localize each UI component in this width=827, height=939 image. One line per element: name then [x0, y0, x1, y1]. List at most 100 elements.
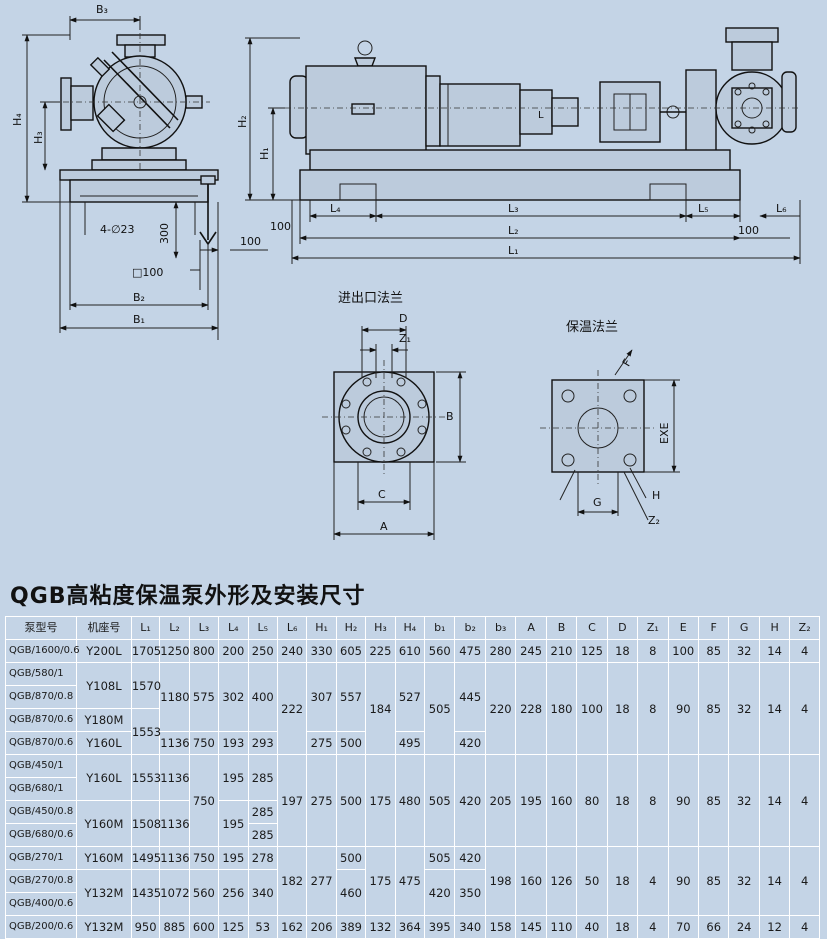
dim-l6: L₆ — [776, 202, 787, 215]
dim-g: G — [593, 496, 602, 509]
dimension-table: 泵型号 机座号 L₁ L₂ L₃ L₄ L₅ L₆ H₁ H₂ H₃ H₄ b₁… — [4, 616, 820, 939]
table-cell: 1495 — [130, 846, 161, 870]
table-cell: 500 — [335, 754, 367, 847]
col-header: H₄ — [394, 616, 426, 640]
table-cell: 8 — [637, 662, 669, 755]
table-cell: 197 — [276, 754, 308, 847]
table-cell: 175 — [365, 754, 396, 847]
table-cell: 1136 — [159, 800, 190, 847]
table-cell: 750 — [188, 846, 220, 870]
table-cell: 505 — [424, 754, 456, 847]
table-cell: 420 — [424, 869, 456, 916]
dim-exe: EXE — [658, 423, 671, 444]
table-cell: 18 — [606, 754, 639, 847]
table-cell: 70 — [667, 915, 699, 939]
pump-model: QGB/680/1 — [4, 777, 78, 801]
table-cell: 575 — [188, 662, 220, 732]
col-header: b₃ — [484, 616, 517, 640]
col-header: L₁ — [130, 616, 161, 640]
col-header: L₆ — [276, 616, 308, 640]
table-cell: 420 — [454, 846, 486, 870]
dim-100-left: 100 — [270, 220, 291, 233]
pump-installation-drawing: B₃ H₄ H₃ 4-∅23 300 100 □100 B₂ B₁ — [11, 3, 801, 540]
table-cell: 40 — [576, 915, 608, 939]
dim-100-side: 100 — [240, 235, 261, 248]
table-cell: 195 — [218, 754, 249, 801]
table-row: QGB/450/1 Y160L 1553 1136 750 195 285 19… — [4, 754, 820, 847]
table-cell: Y160L — [76, 731, 132, 755]
table-cell: Y160M — [76, 800, 132, 847]
table-cell: 557 — [335, 662, 367, 732]
table-row: QGB/270/0.8 Y132M 1435 1072 560 256 340 … — [4, 869, 820, 916]
table-cell: 1570 — [130, 662, 161, 709]
table-title: QGB高粘度保温泵外形及安装尺寸 — [10, 584, 366, 609]
table-cell: 145 — [515, 915, 547, 939]
table-cell: 250 — [247, 639, 278, 663]
table-row: QGB/270/1 Y160M 1495 1136 750 195 278 18… — [4, 846, 820, 916]
table-cell: 256 — [218, 869, 249, 916]
table-cell: 14 — [758, 639, 791, 663]
dim-c: C — [378, 488, 386, 501]
table-cell: 1136 — [159, 754, 190, 801]
table-cell: 220 — [484, 662, 517, 755]
table-cell: 800 — [188, 639, 220, 663]
table-cell: 278 — [247, 846, 278, 870]
dim-z2: Z₂ — [648, 514, 660, 527]
table-cell: 18 — [606, 915, 639, 939]
table-cell: 460 — [335, 869, 367, 916]
table-row: QGB/1600/0.6 Y200L 1705 1250 800 200 250… — [4, 639, 820, 663]
col-header: L₄ — [218, 616, 249, 640]
table-cell: 158 — [484, 915, 517, 939]
table-cell: 389 — [335, 915, 367, 939]
table-row: QGB/680/0.6 285 — [4, 823, 820, 847]
table-row: QGB/580/1 Y108L 1570 1180 575 302 400 22… — [4, 662, 820, 755]
table-row: QGB/680/1 — [4, 777, 820, 801]
pump-model: QGB/580/1 — [4, 662, 78, 686]
table-cell: 4 — [637, 915, 669, 939]
table-cell: 1136 — [159, 731, 190, 755]
table-row: QGB/450/0.8 Y160M 1508 1136 195 285 — [4, 800, 820, 847]
side-view: B₃ H₄ H₃ 4-∅23 300 100 □100 B₂ B₁ — [11, 3, 268, 340]
dim-100-right: 100 — [738, 224, 759, 237]
table-cell: 195 — [515, 754, 547, 847]
table-cell: 14 — [758, 662, 791, 755]
table-cell: 66 — [697, 915, 730, 939]
table-cell: 195 — [218, 846, 249, 870]
table-cell: 180 — [545, 662, 578, 755]
table-cell: 605 — [335, 639, 367, 663]
col-header: F — [697, 616, 730, 640]
col-header: Z₂ — [789, 616, 820, 640]
dim-d: D — [399, 312, 407, 325]
table-cell: 50 — [576, 846, 608, 916]
table-cell: 32 — [728, 846, 760, 916]
table-cell: 505 — [424, 846, 456, 870]
col-header: H — [758, 616, 791, 640]
dim-b3: B₃ — [96, 3, 108, 16]
col-header: 泵型号 — [4, 616, 78, 640]
table-cell: 307 — [306, 662, 337, 732]
table-cell: 4 — [789, 846, 820, 916]
table-cell: 85 — [697, 754, 730, 847]
table-cell: 182 — [276, 846, 308, 916]
table-cell: 395 — [424, 915, 456, 939]
table-cell: 100 — [576, 662, 608, 755]
table-cell: 85 — [697, 639, 730, 663]
table-cell: 285 — [247, 754, 278, 801]
table-cell: 8 — [637, 754, 669, 847]
col-header: E — [667, 616, 699, 640]
col-header: b₂ — [454, 616, 486, 640]
table-cell: 495 — [394, 731, 426, 755]
table-cell: 1435 — [130, 869, 161, 916]
dim-l1: L₁ — [508, 244, 519, 257]
pump-model: QGB/1600/0.6 — [4, 639, 80, 663]
table-cell: 24 — [728, 915, 760, 939]
table-cell: 950 — [130, 915, 161, 939]
table-cell: 275 — [306, 731, 337, 755]
table-cell: 350 — [454, 869, 486, 916]
dim-sq100: □100 — [132, 266, 163, 279]
table-cell: 610 — [394, 639, 426, 663]
table-cell: 1553 — [130, 708, 161, 755]
col-header: H₁ — [306, 616, 337, 640]
table-cell: 126 — [545, 846, 578, 916]
table-cell: 340 — [247, 869, 278, 916]
